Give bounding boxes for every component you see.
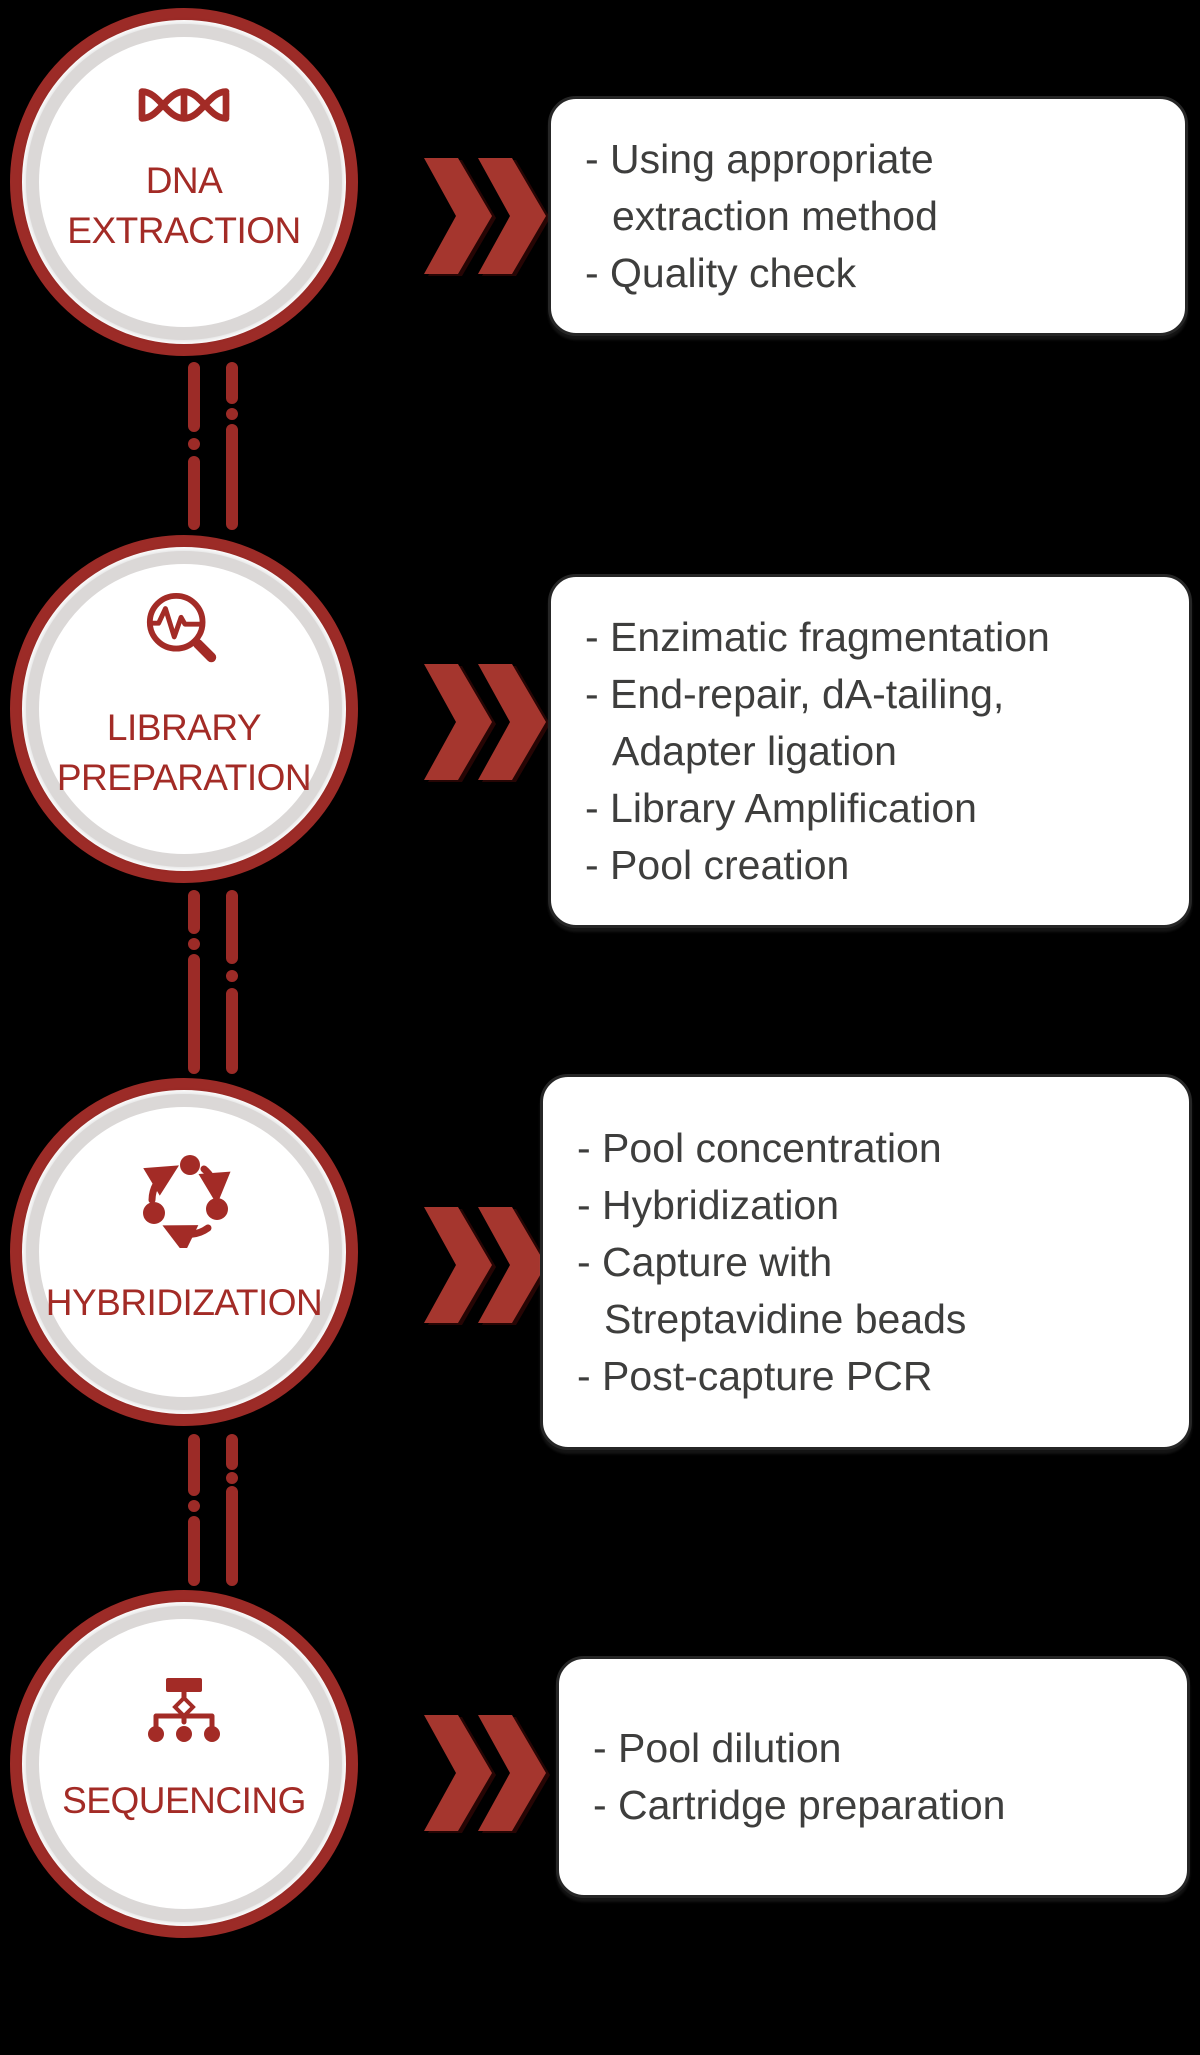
bullet-item: - Enzimatic fragmentation: [585, 613, 1050, 660]
double-chevron-icon: [424, 158, 546, 274]
circle-content: DNA EXTRACTION: [48, 34, 320, 306]
step-circle-dna-extraction: DNA EXTRACTION: [10, 8, 358, 356]
double-chevron-icon: [424, 1715, 546, 1831]
dotted-connector: [188, 890, 238, 1074]
bullet-item: - Pool creation: [585, 841, 850, 888]
details-box-sequencing: - Pool dilution - Cartridge preparation: [556, 1656, 1190, 1898]
bullet-item: - Quality check: [585, 249, 857, 296]
step-circle-sequencing: SEQUENCING: [10, 1590, 358, 1938]
details-box-library-preparation: - Enzimatic fragmentation - End-repair, d…: [548, 574, 1192, 928]
circle-content: HYBRIDIZATION: [45, 1104, 323, 1376]
dna-icon: [138, 88, 230, 122]
step-label: HYBRIDIZATION: [45, 1282, 323, 1323]
double-chevron-icon: [424, 664, 546, 780]
step-circle-library-preparation: LIBRARY PREPARATION: [10, 535, 358, 883]
details-box-dna-extraction: - Using appropriate extraction method - Q…: [548, 96, 1188, 336]
circle-ring: [26, 1094, 342, 1410]
bullet-item: - Cartridge preparation: [593, 1782, 1006, 1828]
step-label: DNA EXTRACTION: [67, 160, 301, 251]
dotted-connector: [188, 362, 238, 530]
bullet-item: - Pool concentration: [577, 1124, 942, 1171]
bullet-item: - Library Amplification: [585, 784, 977, 831]
step-circle-hybridization: HYBRIDIZATION: [10, 1078, 358, 1426]
bullet-item: - Post-capture PCR: [577, 1352, 933, 1399]
circle-content: LIBRARY PREPARATION: [48, 561, 320, 833]
hierarchy-icon: [148, 1678, 220, 1742]
dotted-connector: [188, 1434, 238, 1586]
magnifier-pulse-icon: [146, 592, 217, 663]
bullet-item: - Hybridization: [577, 1181, 840, 1228]
circle-content: SEQUENCING: [48, 1616, 320, 1888]
step-label: SEQUENCING: [62, 1780, 306, 1821]
bullet-item: - Pool dilution: [593, 1725, 842, 1771]
double-chevron-icon: [424, 1207, 546, 1323]
details-box-hybridization: - Pool concentration - Hybridization - Cap…: [540, 1074, 1192, 1450]
step-label: LIBRARY PREPARATION: [56, 707, 312, 798]
cycle-arrows-icon: [143, 1155, 231, 1248]
bullet-item: - Using appropriate extraction method: [585, 135, 938, 239]
bullet-item: - Capture with Streptavidine beads: [577, 1238, 967, 1342]
bullet-item: - End-repair, dA-tailing, Adapter ligati…: [585, 670, 1005, 774]
